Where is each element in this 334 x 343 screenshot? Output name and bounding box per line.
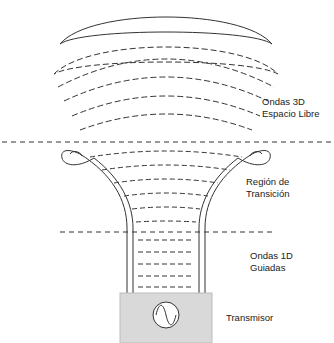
region-label: Transmisor <box>226 312 296 324</box>
guide-wall <box>80 154 127 293</box>
wavefront-band <box>54 47 278 74</box>
wavefront-band <box>60 17 272 44</box>
region-label: Región de Transición <box>246 176 304 200</box>
horn-lip <box>70 152 82 156</box>
wavefront <box>80 114 252 130</box>
wavefront <box>114 179 218 183</box>
wavefront <box>136 221 196 222</box>
sine-symbol <box>156 305 176 325</box>
horn-lip <box>62 151 94 165</box>
guide-wall <box>94 158 133 293</box>
wavefront <box>138 287 194 288</box>
source-symbol <box>153 302 179 328</box>
wavefront <box>64 77 268 101</box>
horn-lip <box>250 152 262 156</box>
region-divider <box>2 142 332 143</box>
wavefront <box>90 151 242 157</box>
wavefront <box>72 96 260 116</box>
guided-wavefronts <box>138 240 194 287</box>
transition-wavefronts <box>90 151 242 222</box>
wavefront <box>138 252 194 253</box>
transmitter-box <box>120 293 212 343</box>
region-divider <box>60 232 272 233</box>
region-label: Ondas 1D Guiadas <box>250 250 300 274</box>
region-label: Ondas 3D Espacio Libre <box>262 96 328 120</box>
wavefront <box>132 207 200 209</box>
wavefront <box>102 165 230 170</box>
wavefront <box>138 240 194 241</box>
wavefront <box>58 59 274 87</box>
guide-wall <box>205 154 252 293</box>
wavefront <box>138 264 194 265</box>
horn-lip <box>238 151 270 165</box>
free-space-wavefronts <box>58 59 274 130</box>
guide-wall <box>199 158 238 293</box>
wavefront <box>124 193 208 196</box>
wavefront <box>138 276 194 277</box>
